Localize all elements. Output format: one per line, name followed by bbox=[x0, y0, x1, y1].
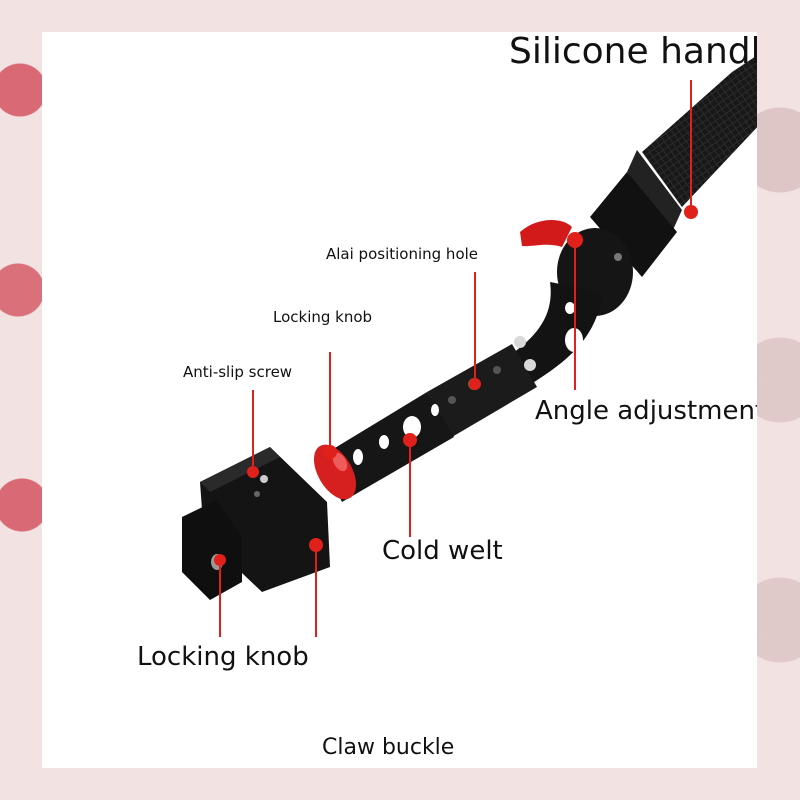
silicone-grip bbox=[590, 55, 757, 277]
red-lever bbox=[520, 220, 572, 247]
leader-dots bbox=[214, 205, 698, 566]
label-claw-buckle: Claw buckle bbox=[322, 735, 455, 760]
dot-cold-welt bbox=[403, 433, 417, 447]
label-anti-slip-screw: Anti-slip screw bbox=[183, 363, 293, 381]
dot-claw-buckle bbox=[309, 538, 323, 552]
label-alai-positioning-hole: Alai positioning hole bbox=[326, 245, 479, 263]
dot-locking-knob-top bbox=[323, 445, 337, 459]
label-angle-adjustment: Angle adjustment bbox=[535, 396, 757, 426]
dot-silicone-handle bbox=[684, 205, 698, 219]
dot-angle-adjustment bbox=[567, 232, 583, 248]
label-silicone-handle: Silicone handle bbox=[509, 32, 757, 72]
label-locking-knob-top: Locking knob bbox=[273, 308, 373, 326]
red-locking-knob bbox=[313, 444, 357, 500]
label-locking-knob-bottom: Locking knob bbox=[137, 642, 309, 672]
dot-anti-slip-screw bbox=[247, 466, 259, 478]
gimbal-handle-illustration bbox=[182, 55, 757, 637]
dot-locking-knob-bottom bbox=[214, 554, 226, 566]
dot-alai-positioning-hole bbox=[469, 378, 481, 390]
leader-lines bbox=[219, 80, 692, 637]
product-photo-frame: Silicone handle Alai positioning hole Lo… bbox=[42, 32, 757, 768]
label-cold-welt: Cold welt bbox=[382, 536, 503, 566]
claw-clamp bbox=[182, 447, 330, 600]
